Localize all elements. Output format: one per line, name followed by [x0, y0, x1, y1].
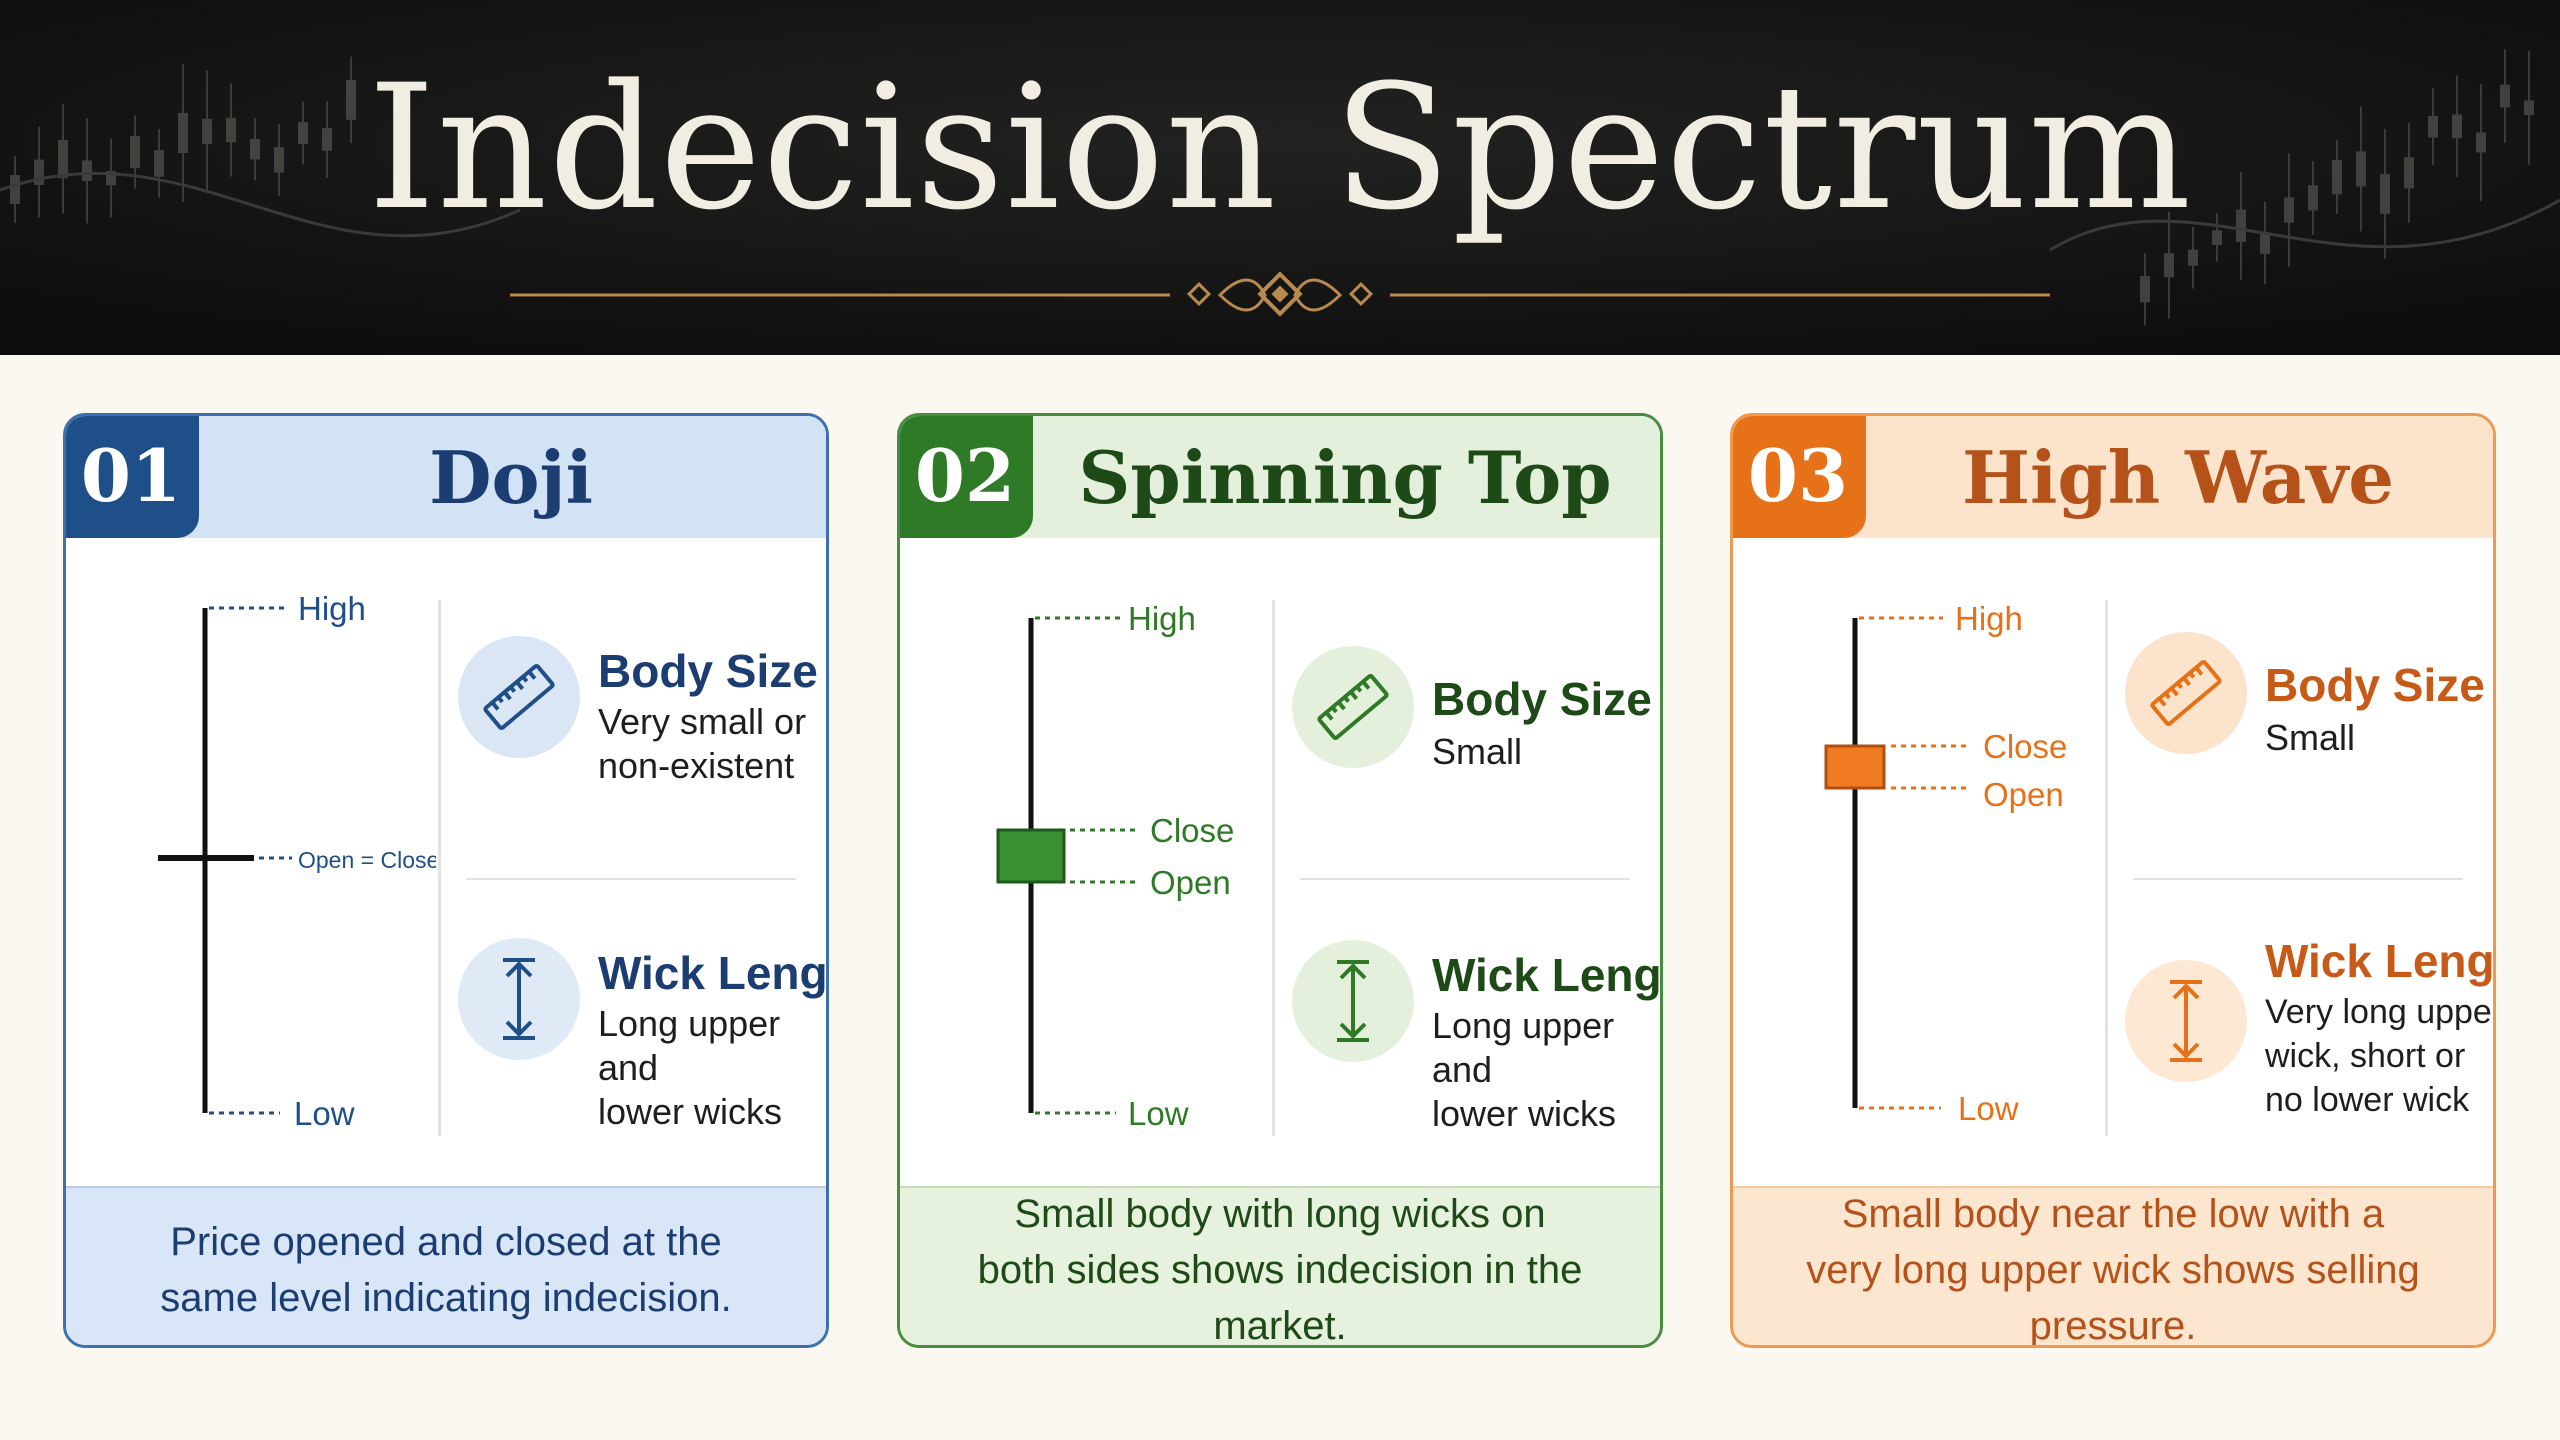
- bg-candle-body: [106, 170, 116, 186]
- wick-length-attribute: Wick Length Long upper and lower wicks: [458, 938, 828, 1132]
- bg-candle-body: [2404, 157, 2414, 189]
- wick-length-title: Wick Length: [1432, 949, 1662, 1001]
- card-doji: 01 Doji High Open = Close Low Body Size …: [63, 413, 829, 1348]
- bg-candle-body: [2428, 115, 2438, 138]
- body-size-desc: Very small or non-existent: [598, 701, 807, 786]
- low-label: Low: [1128, 1095, 1189, 1132]
- wick-length-title: Wick Length: [598, 947, 828, 999]
- card-header: 01 Doji: [66, 416, 826, 538]
- ruler-icon: [1292, 646, 1414, 768]
- high-label: High: [1128, 600, 1196, 637]
- vertical-arrow-icon: [1292, 940, 1414, 1062]
- low-label: Low: [1958, 1090, 2019, 1127]
- bg-candle-body: [58, 139, 68, 179]
- bg-candle-body: [2332, 160, 2342, 195]
- bg-candle-body: [10, 175, 20, 204]
- card-spinning-top: 02 Spinning Top High Close Open Low Body…: [897, 413, 1663, 1348]
- bg-candle-body: [298, 122, 308, 145]
- bg-candle-body: [2500, 84, 2510, 108]
- bg-candle-body: [2236, 209, 2246, 243]
- card-header: 03 High Wave: [1733, 416, 2493, 538]
- bg-candle-body: [274, 147, 284, 173]
- divider: [466, 878, 796, 880]
- bg-candle-body: [2188, 249, 2198, 266]
- card-body: High Open = Close Low Body Size Very sma…: [66, 538, 826, 1186]
- high-label: High: [298, 590, 366, 627]
- open-label: Open: [1983, 776, 2064, 813]
- card-footer: Small body with long wicks on both sides…: [900, 1186, 1660, 1345]
- card-header: 02 Spinning Top: [900, 416, 1660, 538]
- wick-length-attribute: Wick Length Long upper and lower wicks: [1292, 940, 1662, 1134]
- card-footer: Price opened and closed at the same leve…: [66, 1186, 826, 1345]
- vertical-arrow-icon: [458, 938, 580, 1060]
- bg-candle-body: [2164, 253, 2174, 278]
- bg-candle-body: [322, 128, 332, 151]
- wick-length-attribute: Wick Length Very long upper wick, short …: [2125, 935, 2493, 1119]
- body-size-title: Body Size: [598, 645, 818, 697]
- bg-candle-body: [2212, 230, 2222, 246]
- bg-candle-body: [130, 135, 140, 169]
- bg-candle-body: [2380, 173, 2390, 214]
- divider: [2105, 600, 2108, 1136]
- bg-candle-body: [226, 117, 236, 143]
- wick-length-desc: Long upper and lower wicks: [1432, 1005, 1617, 1134]
- divider: [438, 600, 441, 1136]
- card-title: Spinning Top: [1078, 434, 1612, 520]
- body-size-attribute: Body Size Small: [1292, 646, 1660, 806]
- bg-candle-body: [346, 79, 356, 120]
- high-label: High: [1955, 600, 2023, 637]
- body-size-attribute: Body Size Very small or non-existent: [458, 636, 826, 796]
- open-close-label: Open = Close: [298, 847, 436, 873]
- body-size-title: Body Size: [1432, 673, 1652, 725]
- bg-candle-body: [82, 160, 92, 181]
- bg-candle-body: [178, 112, 188, 154]
- vertical-arrow-icon: [2125, 960, 2247, 1082]
- card-title: High Wave: [1961, 434, 2395, 520]
- body-size-desc: Small: [1432, 731, 1523, 772]
- bg-candle-body: [2476, 132, 2486, 153]
- bg-candle-body: [2140, 276, 2150, 303]
- body-size-attribute: Body Size Small: [2125, 632, 2493, 792]
- number-badge: 03: [1733, 416, 1866, 538]
- spinning-top-candlestick-diagram: High Close Open Low: [996, 600, 1234, 1132]
- low-label: Low: [294, 1095, 355, 1132]
- header-banner: Indecision Spectrum: [0, 0, 2560, 355]
- card-title: Doji: [429, 434, 593, 520]
- ruler-icon: [2125, 632, 2247, 754]
- body-size-title: Body Size: [2265, 659, 2485, 711]
- page-title: Indecision Spectrum: [367, 47, 2193, 248]
- divider: [1300, 878, 1630, 880]
- candle-body: [996, 828, 1066, 884]
- card-body: High Close Open Low Body Size Small Wick…: [1733, 538, 2493, 1186]
- bg-candle-body: [2284, 197, 2294, 223]
- ruler-icon: [458, 636, 580, 758]
- high-wave-candlestick-diagram: High Close Open Low: [1824, 600, 2067, 1127]
- candle-body: [1824, 744, 1886, 790]
- card-high-wave: 03 High Wave High Close Open Low Body Si…: [1730, 413, 2496, 1348]
- bg-candle-body: [2452, 114, 2462, 139]
- number-badge: 01: [66, 416, 199, 538]
- close-label: Close: [1150, 812, 1234, 849]
- divider: [2133, 878, 2463, 880]
- wick-length-desc: Very long upper wick, short or no lower …: [2265, 993, 2496, 1119]
- card-footer: Small body near the low with a very long…: [1733, 1186, 2493, 1345]
- bg-candle-body: [2356, 151, 2366, 187]
- close-label: Close: [1983, 728, 2067, 765]
- doji-candlestick-diagram: High Open = Close Low: [158, 590, 436, 1132]
- bg-candle-body: [250, 139, 260, 160]
- bg-candle-body: [154, 150, 164, 177]
- bg-candle-body: [34, 159, 44, 185]
- title-ornament: [510, 271, 2050, 317]
- divider: [1272, 600, 1275, 1136]
- bg-candle-body: [202, 118, 212, 145]
- open-label: Open: [1150, 864, 1231, 901]
- card-body: High Close Open Low Body Size Small Wick…: [900, 538, 1660, 1186]
- bg-candle-body: [2308, 185, 2318, 211]
- body-size-desc: Small: [2265, 717, 2356, 758]
- bg-candle-body: [2524, 100, 2534, 116]
- wick-length-title: Wick Length: [2265, 935, 2495, 987]
- wick-length-desc: Long upper and lower wicks: [598, 1003, 783, 1132]
- number-badge: 02: [900, 416, 1033, 538]
- bg-candle-body: [2260, 232, 2270, 254]
